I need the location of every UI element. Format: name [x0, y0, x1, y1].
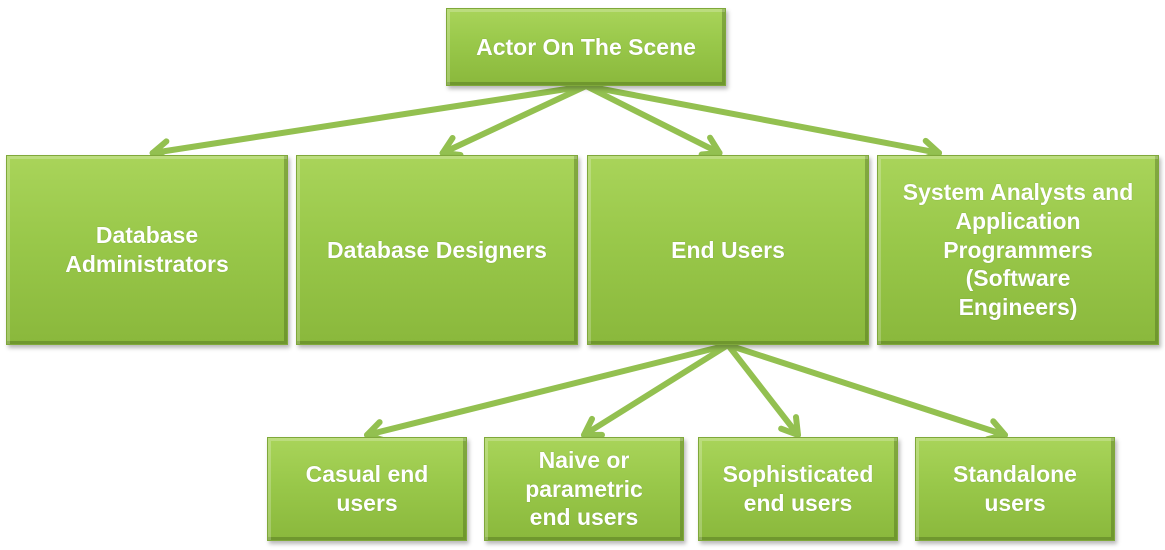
node-label: Database Designers	[327, 236, 547, 263]
node-label: Sophisticated end users	[722, 461, 874, 516]
arrow-actor-to-endusers	[583, 83, 723, 158]
arrow-shaft	[149, 83, 589, 156]
arrow-endusers-to-sophisticated	[725, 342, 801, 438]
arrow-shaft	[725, 342, 801, 438]
arrowhead-icon	[698, 134, 723, 158]
arrow-shaft	[364, 342, 731, 438]
arrow-shaft	[581, 342, 731, 438]
node-label: Casual end users	[305, 461, 429, 516]
node-naive-end-users: Naive or parametric end users	[484, 437, 684, 541]
arrow-shaft	[439, 83, 589, 156]
node-sophisticated-end-users: Sophisticated end users	[698, 437, 898, 541]
arrowhead-icon	[581, 415, 605, 438]
node-database-designers: Database Designers	[296, 155, 578, 345]
arrow-endusers-to-casual	[364, 342, 731, 444]
arrow-actor-to-dba	[149, 83, 589, 163]
node-database-administrators: Database Administrators	[6, 155, 288, 345]
arrow-endusers-to-standalone	[725, 342, 1008, 443]
node-label: Actor On The Scene	[476, 33, 696, 60]
node-actor-on-the-scene: Actor On The Scene	[446, 8, 726, 86]
arrow-shaft	[725, 342, 1008, 438]
node-end-users: End Users	[587, 155, 869, 345]
node-label: Standalone users	[953, 461, 1077, 516]
node-label: End Users	[671, 236, 785, 263]
node-casual-end-users: Casual end users	[267, 437, 467, 541]
arrowhead-icon	[439, 134, 464, 159]
arrow-actor-to-analysts	[583, 83, 943, 163]
node-standalone-users: Standalone users	[915, 437, 1115, 541]
arrow-endusers-to-naive	[581, 342, 731, 438]
node-label: Database Administrators	[65, 222, 229, 277]
arrow-actor-to-designers	[439, 83, 589, 159]
node-label: System Analysts and Application Programm…	[902, 179, 1134, 321]
arrow-shaft	[583, 83, 723, 156]
node-label: Naive or parametric end users	[525, 446, 643, 531]
node-system-analysts: System Analysts and Application Programm…	[877, 155, 1159, 345]
arrowhead-icon	[778, 414, 801, 438]
arrow-shaft	[583, 83, 943, 156]
